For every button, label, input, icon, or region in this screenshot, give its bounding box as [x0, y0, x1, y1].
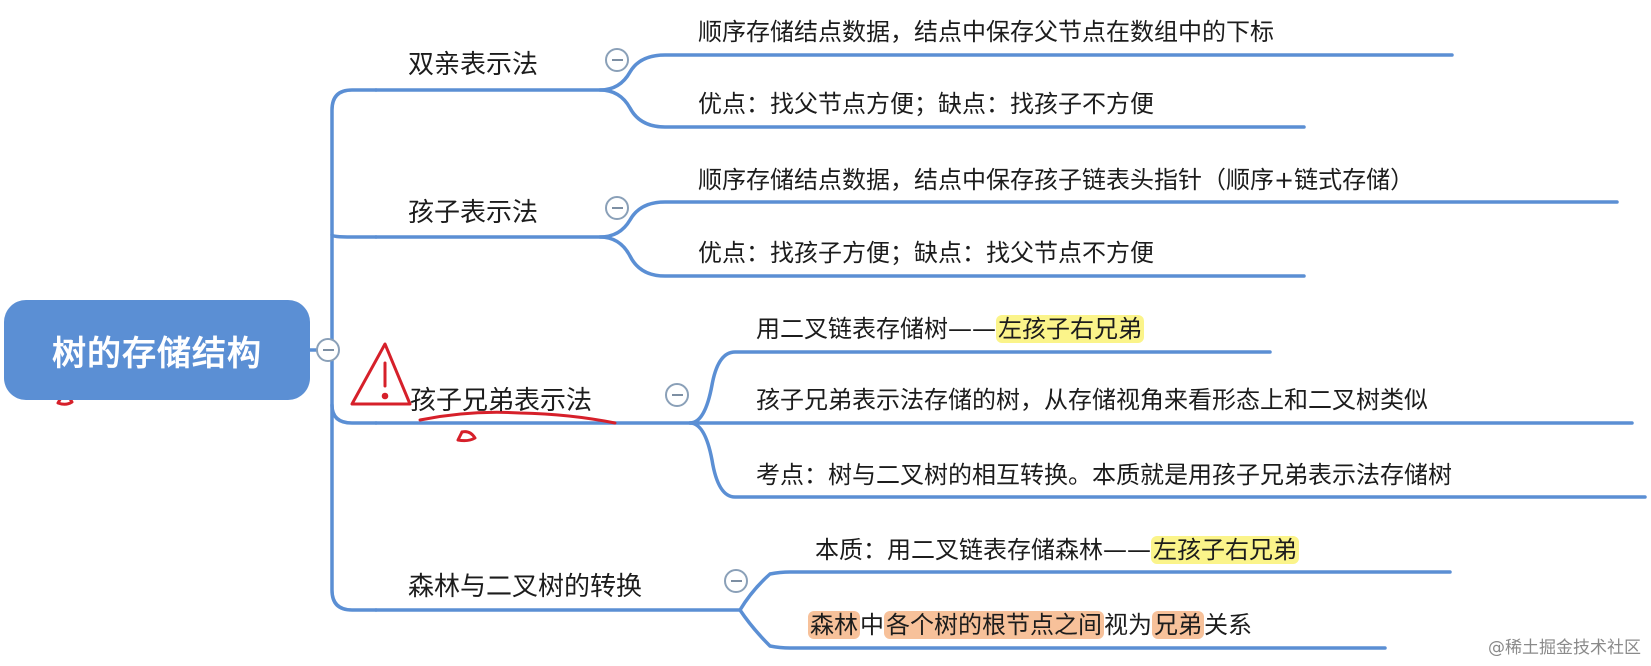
branch-label-child-sibling-representation[interactable]: 孩子兄弟表示法 [410, 386, 593, 416]
leaf-similar-shape[interactable]: 孩子兄弟表示法存储的树，从存储视角来看形态上和二叉树类似 [756, 386, 1428, 414]
leaf-parent-storage[interactable]: 顺序存储结点数据，结点中保存父节点在数组中的下标 [698, 18, 1274, 46]
minus-icon [671, 394, 683, 396]
leaf-child-storage[interactable]: 顺序存储结点数据，结点中保存孩子链表头指针（顺序+链式存储） [698, 166, 1415, 194]
branch-label-forest-binary-conversion[interactable]: 森林与二叉树的转换 [408, 572, 643, 602]
root-node[interactable]: 树的存储结构 [4, 300, 310, 400]
highlight-left-child-right-sibling: 左孩子右兄弟 [996, 315, 1144, 343]
minus-icon [611, 59, 623, 61]
leaf-binary-linked-list[interactable]: 用二叉链表存储树——左孩子右兄弟 [756, 315, 1144, 343]
watermark: @稀土掘金技术社区 [1488, 638, 1641, 658]
collapse-toggle-branch-2[interactable] [605, 196, 629, 220]
collapse-toggle-root[interactable] [316, 338, 340, 362]
branch-label-child-representation[interactable]: 孩子表示法 [408, 198, 539, 228]
collapse-toggle-branch-4[interactable] [724, 569, 748, 593]
leaf-parent-pros-cons[interactable]: 优点：找父节点方便；缺点：找孩子不方便 [698, 90, 1154, 118]
minus-icon [611, 207, 623, 209]
minus-icon [730, 580, 742, 582]
minus-icon [322, 349, 334, 351]
highlight-left-child-right-sibling: 左孩子右兄弟 [1151, 536, 1299, 564]
leaf-child-pros-cons[interactable]: 优点：找孩子方便；缺点：找父节点不方便 [698, 239, 1154, 267]
leaf-forest-essence[interactable]: 本质：用二叉链表存储森林——左孩子右兄弟 [815, 536, 1299, 564]
branch-label-parent-representation[interactable]: 双亲表示法 [408, 50, 539, 80]
leaf-exam-point[interactable]: 考点：树与二叉树的相互转换。本质就是用孩子兄弟表示法存储树 [756, 461, 1452, 489]
collapse-toggle-branch-3[interactable] [665, 383, 689, 407]
leaf-forest-roots-siblings[interactable]: 森林中各个树的根节点之间视为兄弟关系 [808, 611, 1252, 639]
root-node-label: 树的存储结构 [52, 333, 262, 374]
collapse-toggle-branch-1[interactable] [605, 48, 629, 72]
